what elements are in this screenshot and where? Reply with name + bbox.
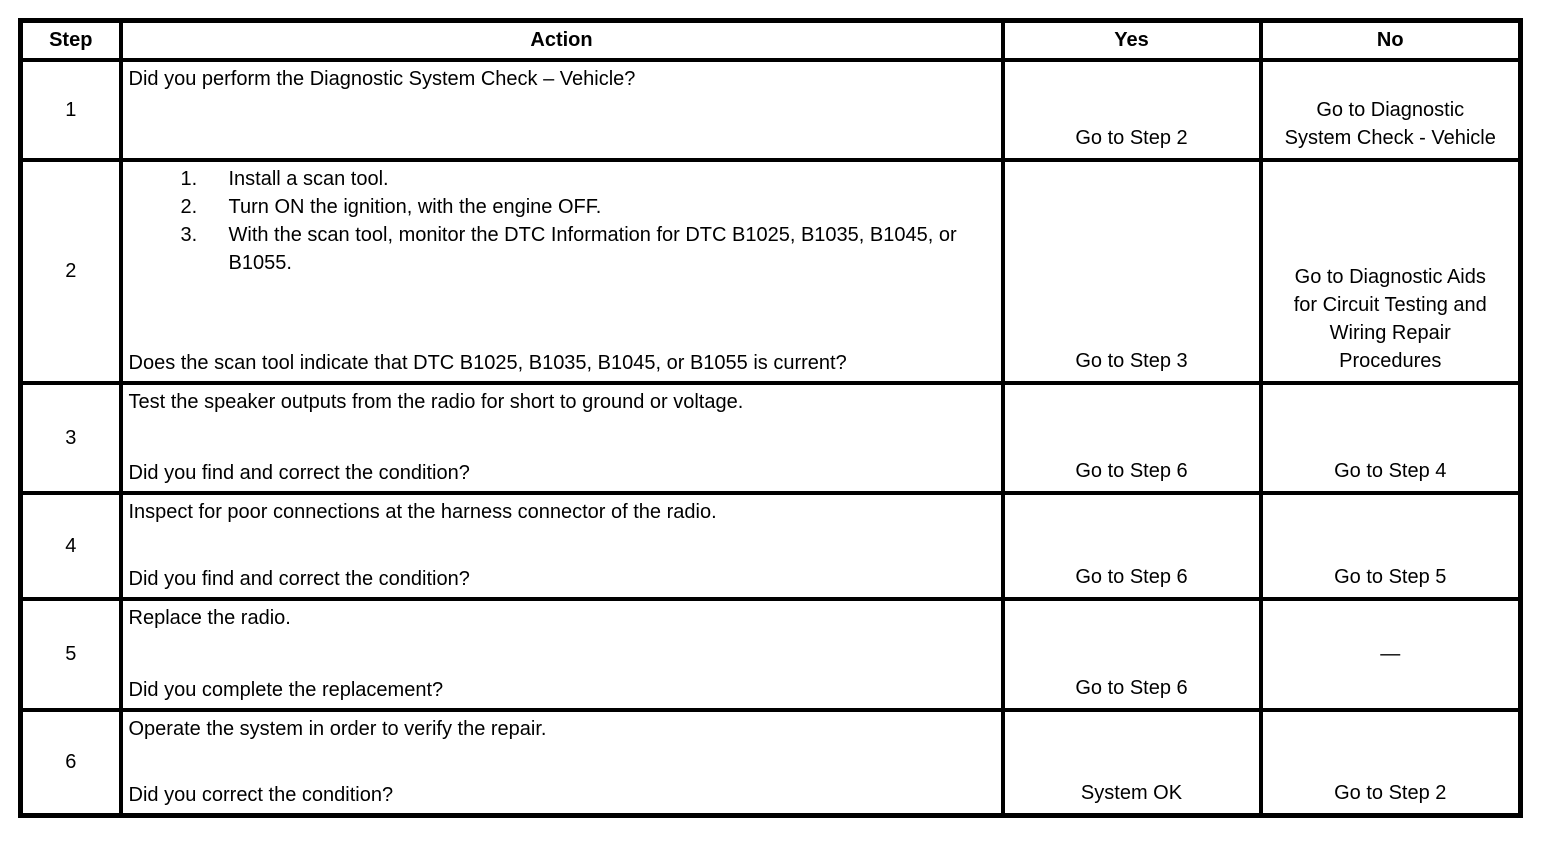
diagnostic-table: Step Action Yes No 1 Did you perform the… <box>18 18 1523 818</box>
table-row: 3 Test the speaker outputs from the radi… <box>18 380 1523 495</box>
action-intro: Test the speaker outputs from the radio … <box>128 390 744 413</box>
list-item: With the scan tool, monitor the DTC Info… <box>181 221 957 274</box>
column-header-no: No <box>1258 18 1523 62</box>
yes-cell: System OK <box>1000 707 1263 818</box>
table-row: 5 Replace the radio. Did you complete th… <box>18 596 1523 712</box>
action-intro: Replace the radio. <box>128 606 291 629</box>
column-header-step: Step <box>18 18 123 62</box>
list-item: Install a scan tool. <box>181 165 389 193</box>
action-question: Did you find and correct the condition? <box>128 461 470 484</box>
action-question: Did you complete the replacement? <box>128 678 444 701</box>
table-row: 1 Did you perform the Diagnostic System … <box>18 57 1523 162</box>
no-cell: Go to Step 2 <box>1258 707 1523 818</box>
action-question: Did you find and correct the condition? <box>128 567 470 590</box>
step-cell: 3 <box>18 380 123 495</box>
list-item: Turn ON the ignition, with the engine OF… <box>181 193 602 221</box>
table-row: 4 Inspect for poor connections at the ha… <box>18 490 1523 601</box>
action-intro: Operate the system in order to verify th… <box>128 717 547 740</box>
no-cell: Go to Step 5 <box>1258 490 1523 601</box>
action-cell: Did you perform the Diagnostic System Ch… <box>118 57 1005 162</box>
no-cell: Go to Step 4 <box>1258 380 1523 495</box>
table-row: 6 Operate the system in order to verify … <box>18 707 1523 818</box>
action-question: Does the scan tool indicate that DTC B10… <box>128 351 847 374</box>
action-cell: Operate the system in order to verify th… <box>118 707 1005 818</box>
no-cell: — <box>1258 596 1523 712</box>
no-cell: Go to Diagnostic Aids for Circuit Testin… <box>1258 157 1523 385</box>
no-cell: Go to Diagnostic System Check - Vehicle <box>1258 57 1523 162</box>
header-row: Step Action Yes No <box>18 18 1523 62</box>
action-cell: Test the speaker outputs from the radio … <box>118 380 1005 495</box>
yes-cell: Go to Step 6 <box>1000 490 1263 601</box>
column-header-action: Action <box>118 18 1005 62</box>
step-cell: 5 <box>18 596 123 712</box>
step-cell: 1 <box>18 57 123 162</box>
action-intro: Did you perform the Diagnostic System Ch… <box>128 67 636 90</box>
step-cell: 6 <box>18 707 123 818</box>
yes-cell: Go to Step 6 <box>1000 380 1263 495</box>
yes-cell: Go to Step 3 <box>1000 157 1263 385</box>
yes-cell: Go to Step 6 <box>1000 596 1263 712</box>
step-cell: 4 <box>18 490 123 601</box>
action-intro: Inspect for poor connections at the harn… <box>128 500 717 523</box>
action-cell: Install a scan tool. Turn ON the ignitio… <box>118 157 1005 385</box>
table-row: 2 Install a scan tool. Turn ON the ignit… <box>18 157 1523 385</box>
column-header-yes: Yes <box>1000 18 1263 62</box>
action-question: Did you correct the condition? <box>128 784 394 806</box>
action-numbered-list: Install a scan tool. Turn ON the ignitio… <box>129 165 993 277</box>
action-cell: Inspect for poor connections at the harn… <box>118 490 1005 601</box>
yes-cell: Go to Step 2 <box>1000 57 1263 162</box>
action-cell: Replace the radio. Did you complete the … <box>118 596 1005 712</box>
action-steps: Install a scan tool. Turn ON the ignitio… <box>125 164 999 277</box>
step-cell: 2 <box>18 157 123 385</box>
